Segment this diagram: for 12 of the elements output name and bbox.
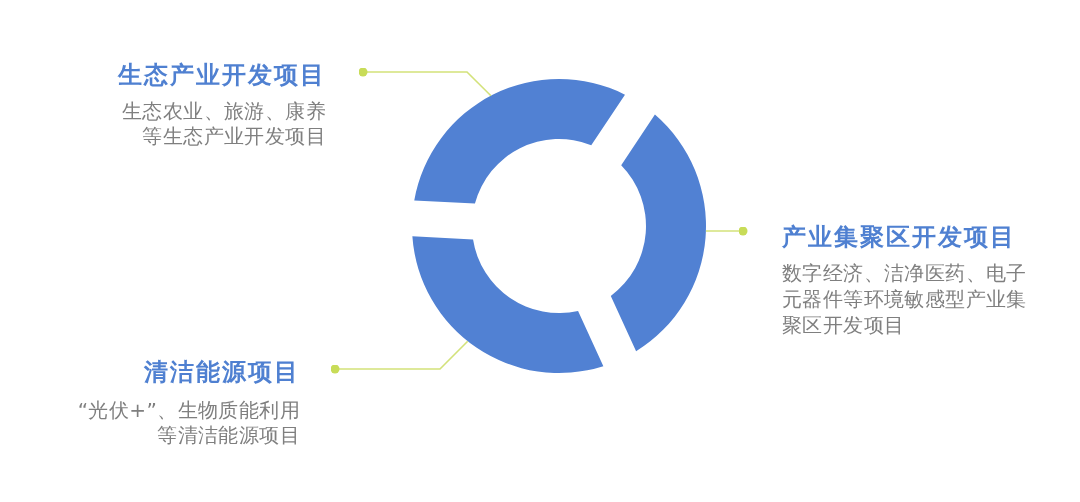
leader-line — [705, 226, 748, 236]
description-text: “光伏+”、生物质能利用等清洁能源项目 — [76, 398, 300, 448]
heading-text: 生态产业开发项目 — [118, 60, 326, 90]
description-text: 数字经济、洁净医药、电子元器件等环境敏感型产业集聚区开发项目 — [782, 260, 1028, 338]
heading-text: 清洁能源项目 — [144, 357, 300, 387]
description-text: 生态农业、旅游、康养等生态产业开发项目 — [121, 99, 326, 149]
leader-line — [358, 67, 492, 97]
heading-text: 产业集聚区开发项目 — [782, 222, 1016, 252]
ring-segment — [412, 236, 604, 373]
leader-line — [330, 340, 469, 374]
ring-segment — [414, 79, 625, 204]
ring-segment — [610, 114, 706, 352]
